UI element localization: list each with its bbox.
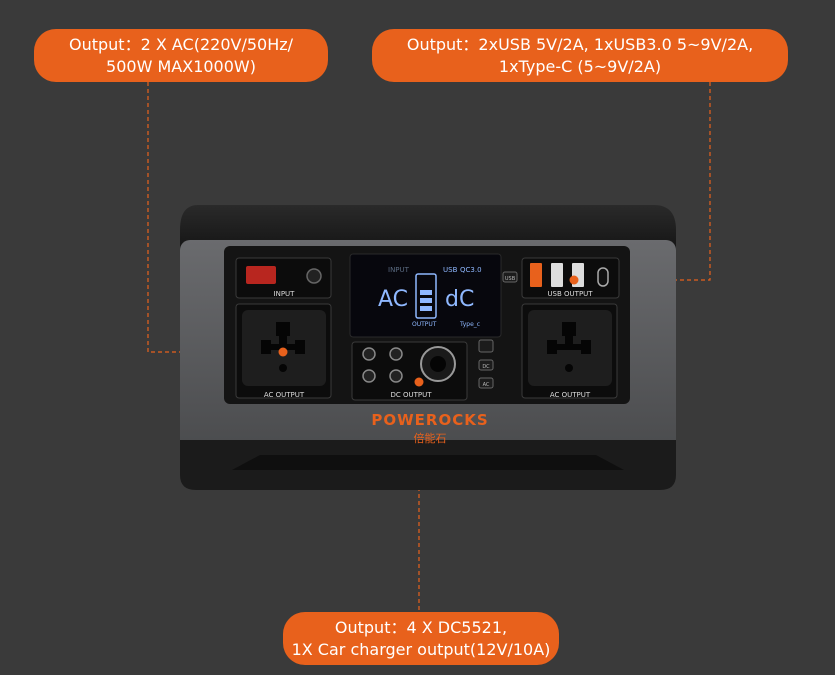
- dc-port-4: [389, 369, 403, 383]
- dc-button: [478, 359, 494, 371]
- usb-output-label: USB OUTPUT: [547, 290, 593, 298]
- ac-output-callout: Output：2 X AC(220V/50Hz/ 500W MAX1000W): [34, 29, 328, 82]
- dc-output-callout: Output：4 X DC5521, 1X Car charger output…: [283, 612, 559, 665]
- ac-button-label: AC: [483, 382, 490, 388]
- ac-callout-line2: 500W MAX1000W): [106, 56, 256, 76]
- usb-qc-port: [530, 263, 542, 287]
- display-ac-label: AC: [378, 287, 408, 312]
- usb-indicator-dot: [569, 275, 579, 285]
- dc-output-label: DC OUTPUT: [390, 391, 432, 399]
- display-input-label: INPUT: [388, 266, 410, 274]
- usb-output-callout: Output：2xUSB 5V/2A, 1xUSB3.0 5~9V/2A, 1x…: [372, 29, 788, 82]
- ac-button: [478, 377, 494, 389]
- ac-output-right-label: AC OUTPUT: [550, 391, 591, 399]
- dc-port-3: [362, 369, 376, 383]
- input-label: INPUT: [274, 290, 296, 298]
- dc-callout-line2: 1X Car charger output(12V/10A): [291, 639, 551, 659]
- display-usb-label: USB: [443, 266, 458, 274]
- dc-indicator-dot: [414, 377, 424, 387]
- device-base-groove: [232, 455, 624, 470]
- usb-button-label: USB: [505, 276, 516, 282]
- anderson-input-port: [246, 266, 276, 284]
- dc-output-module: DC OUTPUT: [351, 341, 468, 401]
- usb-callout-line2: 1xType-C (5~9V/2A): [498, 56, 662, 76]
- brand-logo: POWEROCKS: [371, 411, 488, 429]
- dc-input-port: [306, 268, 322, 284]
- ac-indicator-dot: [278, 347, 288, 357]
- usb-port-1: [551, 263, 563, 287]
- battery-level-icon: [415, 273, 437, 319]
- brand-logo-chinese: 倍能石: [414, 431, 447, 445]
- ac-outlet-right: AC OUTPUT: [521, 303, 618, 399]
- ac-output-left-label: AC OUTPUT: [264, 391, 305, 399]
- lcd-display: INPUT USB QC3.0 AC dC OUTPUT Type_c: [349, 253, 502, 338]
- dc-port-2: [389, 347, 403, 361]
- ac-callout-line1: Output：2 X AC(220V/50Hz/: [68, 34, 294, 54]
- control-buttons: DC AC USB: [478, 271, 518, 389]
- display-dc-label: dC: [445, 287, 474, 312]
- display-typec-label: Type_c: [459, 321, 480, 328]
- ac-socket-right-icon: [547, 322, 591, 354]
- ac-socket-left-icon: [261, 322, 305, 354]
- dc-callout-line1: Output：4 X DC5521,: [334, 617, 508, 637]
- display-output-label: OUTPUT: [412, 321, 437, 328]
- type-c-port: [597, 267, 609, 287]
- usb-callout-line1: Output：2xUSB 5V/2A, 1xUSB3.0 5~9V/2A,: [406, 34, 754, 54]
- dc-button-label: DC: [482, 364, 490, 370]
- input-module: INPUT: [235, 257, 332, 299]
- display-qc-label: QC3.0: [460, 266, 482, 274]
- power-button-icon: [478, 339, 494, 353]
- device-top-shell: [180, 205, 676, 250]
- usb-button: [502, 271, 518, 283]
- dc-port-1: [362, 347, 376, 361]
